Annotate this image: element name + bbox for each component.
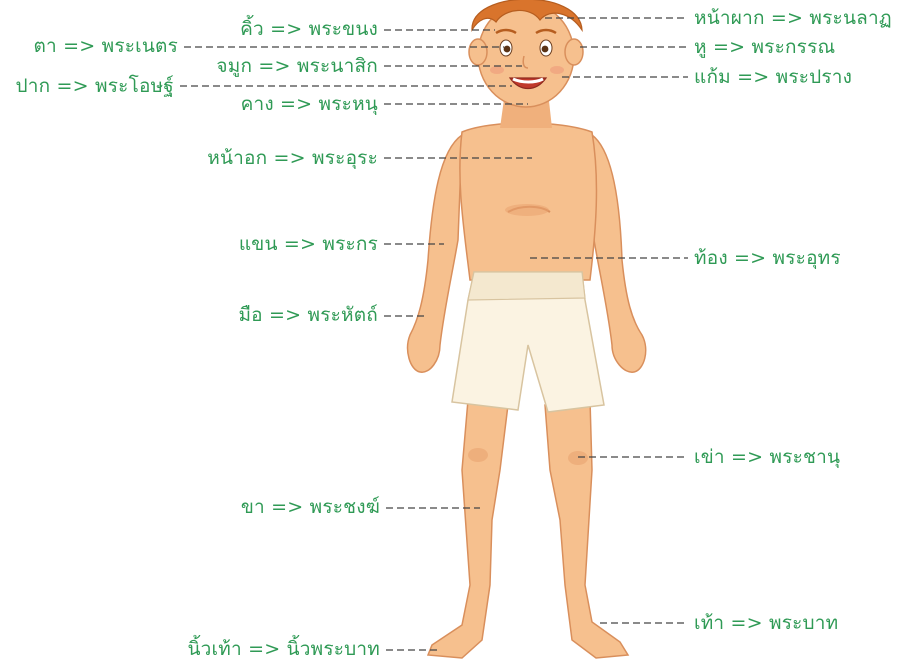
label-mouth: ปาก => พระโอษฐ์ <box>15 75 174 97</box>
label-nose: จมูก => พระนาสิก <box>216 55 378 77</box>
label-leg: ขา => พระชงฆ์ <box>241 496 380 518</box>
label-belly: ท้อง => พระอุทร <box>694 247 841 269</box>
label-eye: ตา => พระเนตร <box>34 35 179 57</box>
torso <box>460 123 597 280</box>
legs <box>428 400 628 658</box>
head <box>469 0 583 107</box>
label-forehead: หน้าผาก => พระนลาฏ <box>694 7 892 29</box>
label-arm: แขน => พระกร <box>239 233 378 255</box>
label-ear: หู => พระกรรณ <box>694 36 835 58</box>
label-cheek: แก้ม => พระปราง <box>694 66 852 88</box>
label-chest: หน้าอก => พระอุระ <box>207 147 378 169</box>
label-hand: มือ => พระหัตถ์ <box>238 304 378 326</box>
label-eyebrow: คิ้ว => พระขนง <box>240 18 378 40</box>
label-foot: เท้า => พระบาท <box>694 612 838 634</box>
label-knee: เข่า => พระชานุ <box>694 446 840 468</box>
label-chin: คาง => พระหนุ <box>241 93 378 115</box>
label-toe: นิ้วเท้า => นิ้วพระบาท <box>187 638 380 660</box>
